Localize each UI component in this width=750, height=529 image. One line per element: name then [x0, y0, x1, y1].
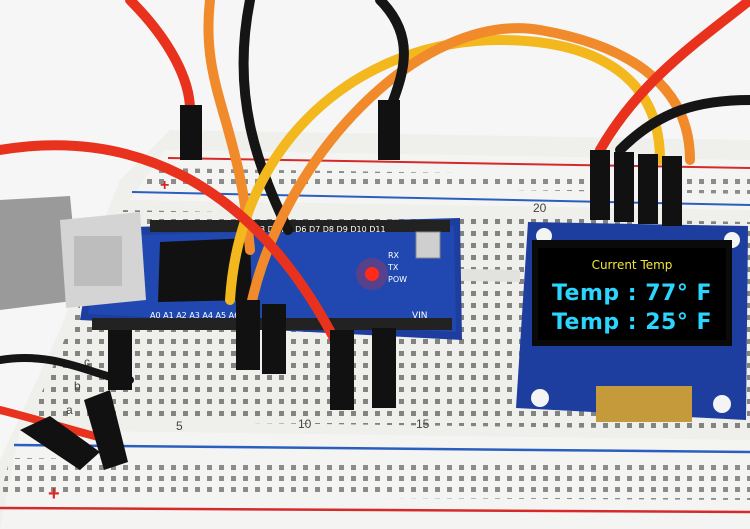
arduino-nano-board: D2 D3 D4 D5 D6 D7 D8 D9 D10 D11 A0 A1 A2… [80, 218, 462, 340]
wire-black [238, 0, 293, 235]
wire-connector [236, 300, 260, 370]
pin-labels-top: D2 D3 D4 D5 D6 D7 D8 D9 D10 D11 [240, 225, 386, 234]
oled-mount-hole [531, 389, 549, 407]
wire-red [595, 0, 750, 155]
wire-red [125, 0, 195, 115]
bottom-blue-rail-line [13, 443, 750, 454]
reset-button [415, 231, 441, 259]
led-label-rx: RX [388, 251, 400, 260]
wire-connector [20, 416, 100, 470]
oled-header-text: Current Temp [591, 258, 673, 272]
jumper-wires [0, 0, 750, 444]
oled-temp-second-line: Temp : 25° F [551, 310, 713, 335]
usb-connector [0, 196, 146, 310]
bottom-red-rail-line [0, 506, 750, 514]
row-label-a: a [66, 403, 73, 417]
top-plus-sign: + [160, 177, 169, 194]
wire-connector [108, 330, 132, 390]
oled-screen: Current Temp Temp : 77° F Temp : 25° F [538, 248, 726, 340]
wire-connector [638, 154, 658, 224]
power-led [365, 267, 379, 281]
wire-connector [330, 330, 354, 410]
wire-connector [180, 105, 202, 160]
wire-connector [662, 156, 682, 226]
oled-ribbon [596, 386, 692, 422]
row-label-c: c [84, 355, 90, 369]
column-number-20: 20 [533, 201, 547, 215]
led-label-pow: POW [388, 275, 407, 284]
wire-connector [590, 150, 610, 220]
wire-connector [372, 328, 396, 408]
oled-temp-fahrenheit-line: Temp : 77° F [551, 281, 713, 306]
wire-connector [262, 304, 286, 374]
oled-mount-hole [713, 395, 731, 413]
wire-connector [378, 100, 400, 160]
wire-connector [614, 152, 634, 222]
wire-black [615, 95, 750, 155]
column-number-5: 5 [176, 419, 183, 433]
pin-labels-bottom: A0 A1 A2 A3 A4 A5 A6 A7 [150, 311, 252, 320]
board-header-top [150, 220, 450, 232]
wire-red [0, 140, 345, 355]
wire-connectors [20, 100, 682, 470]
vin-label: VIN [412, 311, 428, 321]
wire-connector [84, 390, 128, 470]
bottom-rail-holes [0, 458, 750, 500]
row-label-b: b [74, 379, 81, 393]
led-label-tx: TX [387, 263, 399, 272]
column-number-15: 15 [416, 417, 430, 431]
wire-black [375, 0, 409, 115]
wire-orange [245, 23, 695, 315]
column-number-10: 10 [298, 417, 312, 431]
bottom-plus-sign: + [48, 483, 60, 505]
wire-orange [203, 0, 255, 255]
